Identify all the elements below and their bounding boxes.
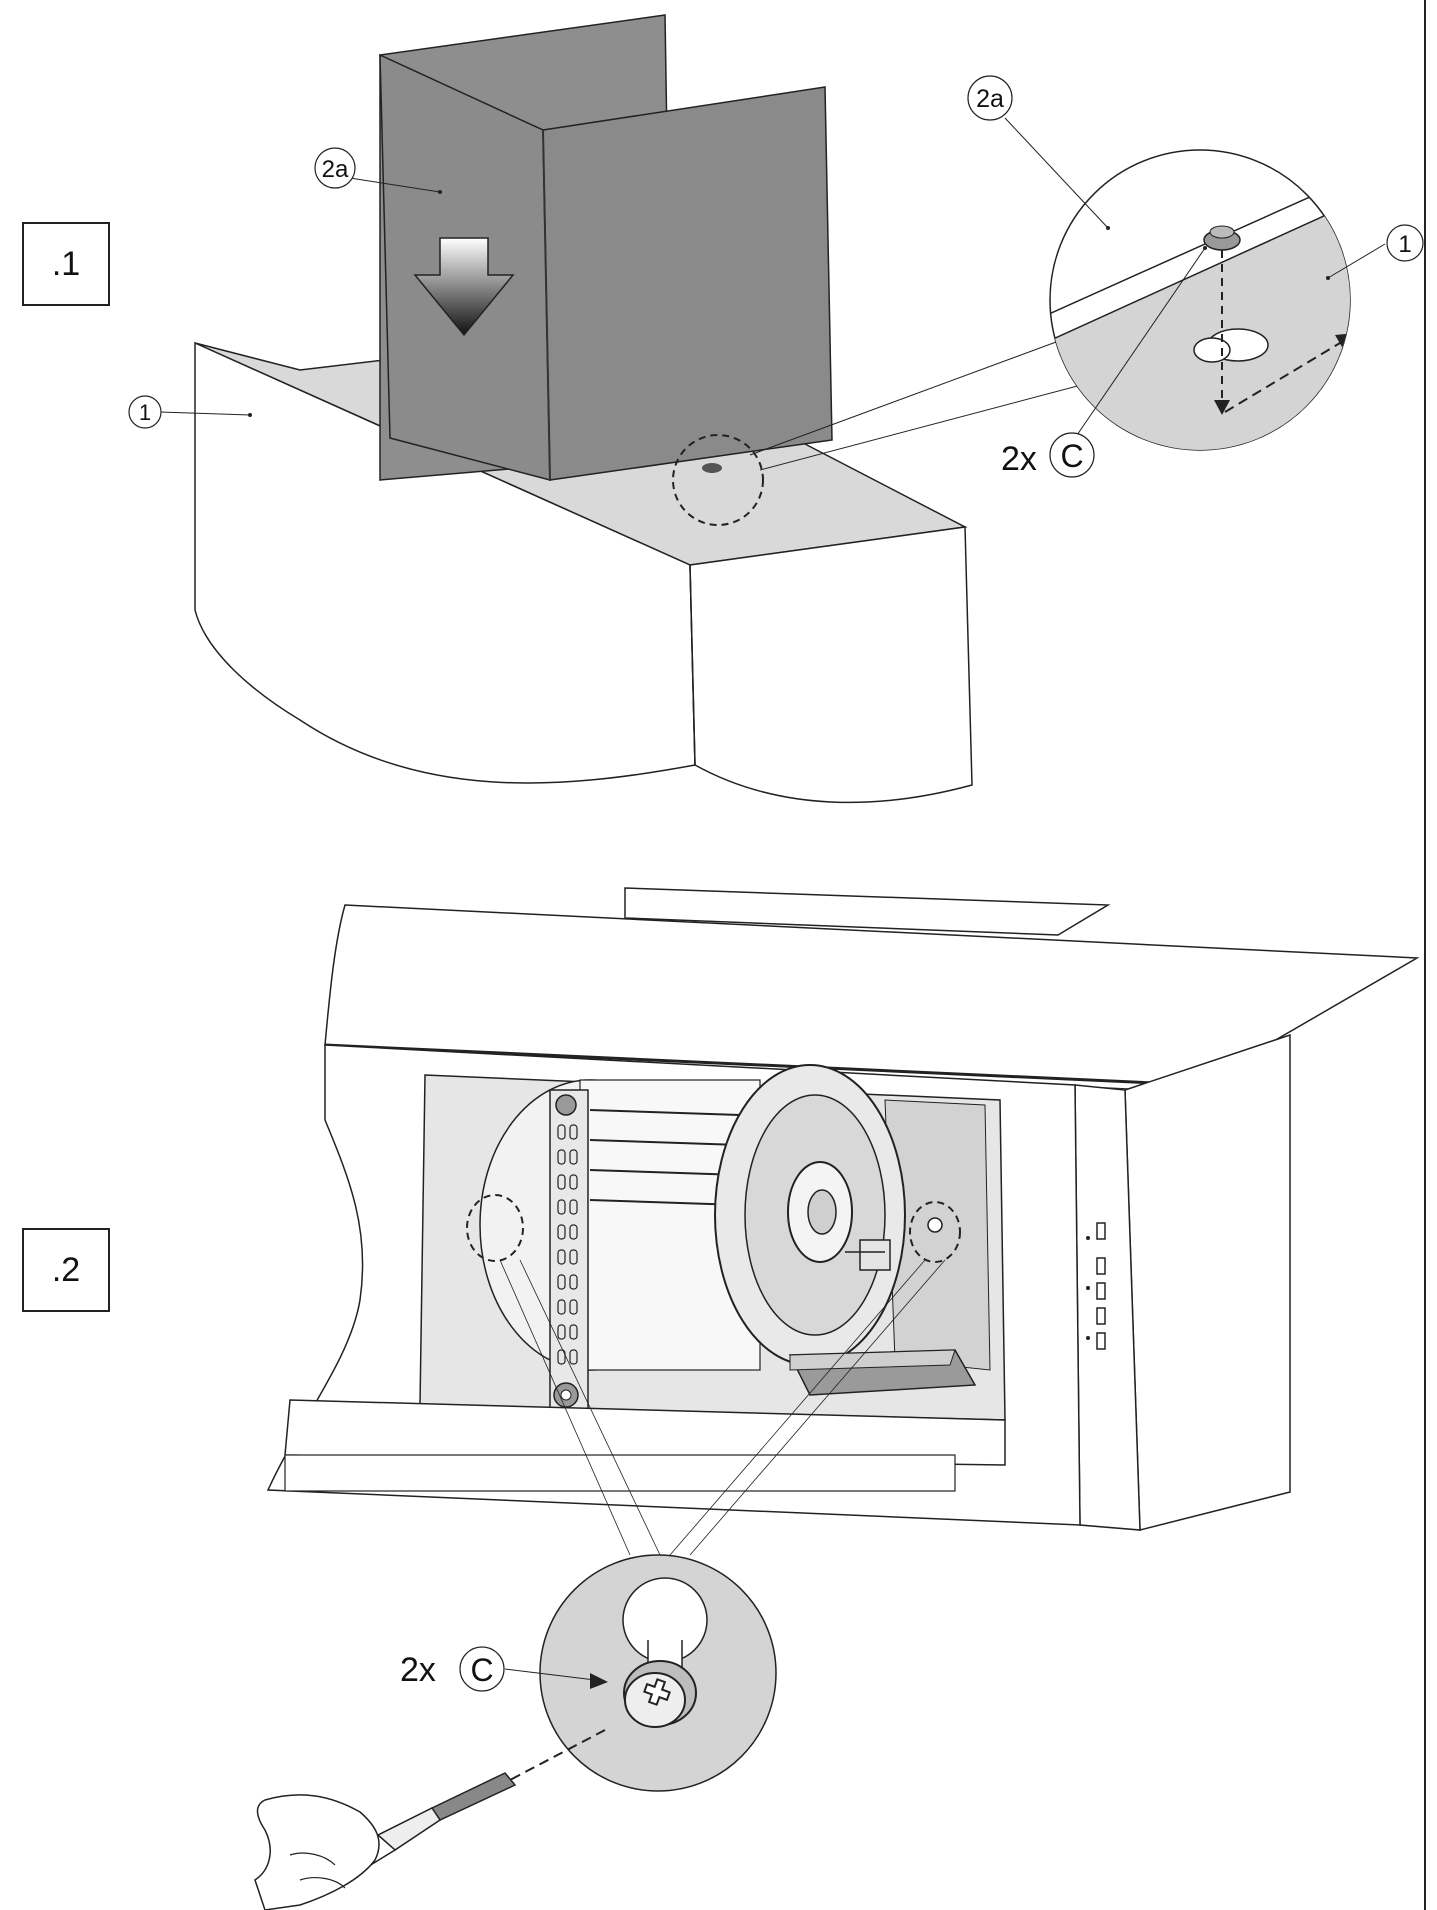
callout-2a-main: 2a	[314, 147, 442, 194]
screw-qty-step1: 2x	[1001, 440, 1037, 478]
screw-code-step2: C	[470, 1652, 493, 1688]
step-1-box: .1	[22, 222, 110, 306]
mounting-bracket	[549, 1089, 589, 1416]
hood-front-face	[194, 341, 696, 784]
screw-marker-left	[466, 1194, 524, 1262]
label-1-detail: 1	[1398, 231, 1411, 258]
callout-1-main: 1	[128, 395, 252, 429]
control-buttons	[1086, 1222, 1106, 1350]
callout-screw-step1: 2x C	[1001, 246, 1207, 478]
hood-side-face	[689, 526, 973, 804]
detail-view-2	[539, 1554, 777, 1792]
detail-view-1	[1049, 149, 1351, 451]
screw-location-marker	[672, 434, 764, 526]
step2-illustration	[254, 887, 1420, 1910]
callout-2a-detail: 2a	[967, 75, 1110, 230]
screw-code-step1: C	[1060, 438, 1083, 474]
step1-illustration	[194, 14, 1351, 804]
step-2-box: .2	[22, 1228, 110, 1312]
callout-1-detail: 1	[1326, 224, 1424, 280]
screw-marker-right	[909, 1201, 961, 1263]
hand-illustration	[254, 1794, 380, 1910]
screwdriver-icon	[254, 1729, 606, 1910]
chimney-front-panel	[542, 86, 833, 481]
screw-qty-step2: 2x	[400, 1651, 436, 1689]
down-arrow-icon	[413, 237, 515, 337]
step-2-label: .2	[51, 1250, 81, 1289]
phillips-screw-icon	[623, 1660, 697, 1728]
step-1-label: .1	[51, 244, 81, 283]
label-1-main: 1	[139, 400, 151, 425]
label-2a-detail: 2a	[976, 85, 1004, 113]
motor-assembly	[479, 1064, 906, 1371]
label-2a-main: 2a	[322, 156, 349, 183]
callout-screw-step2: 2x C	[400, 1646, 608, 1692]
